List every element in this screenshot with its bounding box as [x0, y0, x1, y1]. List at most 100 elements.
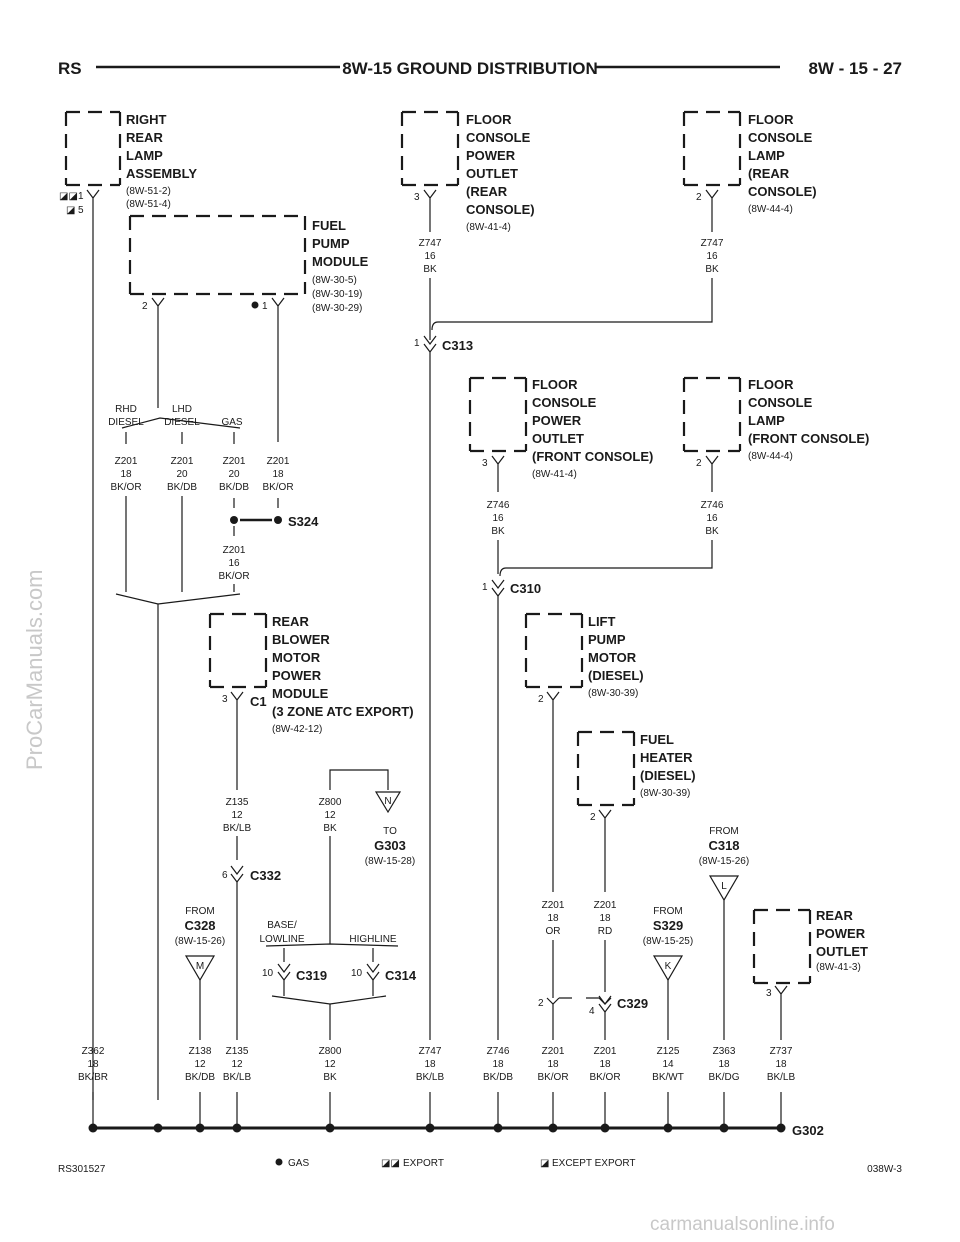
svg-text:16: 16 [228, 558, 240, 569]
svg-text:3: 3 [482, 458, 488, 469]
bottom-wire-label: BK [323, 1072, 337, 1083]
svg-text:Z201: Z201 [115, 456, 138, 467]
svg-text:TO: TO [383, 826, 397, 837]
bottom-wire-label: 18 [87, 1059, 99, 1070]
bottom-wire-label: BK/LB [767, 1072, 796, 1083]
svg-text:(8W-41-4): (8W-41-4) [466, 222, 511, 233]
bottom-wire-label: BK/BR [78, 1072, 108, 1083]
ground-splice-dot [153, 1123, 163, 1133]
legend-gas: GAS [288, 1158, 309, 1169]
bottom-wire-label: Z747 [419, 1046, 442, 1057]
legend-export: EXPORT [403, 1158, 444, 1169]
svg-text:(8W-15-28): (8W-15-28) [365, 856, 415, 867]
svg-text:BK: BK [705, 526, 719, 537]
svg-text:(REAR: (REAR [748, 166, 790, 181]
svg-text:2: 2 [538, 998, 544, 1009]
bottom-wire-label: BK/DG [708, 1072, 739, 1083]
svg-text:MOTOR: MOTOR [588, 650, 637, 665]
svg-text:L: L [721, 881, 727, 892]
svg-text:POWER: POWER [272, 668, 322, 683]
svg-text:BK/OR: BK/OR [110, 482, 141, 493]
z800-g303-link: Z800 12 BK N TO G303 (8W-15-28) BASE/ LO… [259, 769, 415, 962]
offpage-c318: FROM C318 (8W-15-26) L [699, 826, 749, 1040]
ground-splice-dot [88, 1123, 98, 1133]
svg-text:C332: C332 [250, 868, 281, 883]
bottom-wire-label: 18 [718, 1059, 730, 1070]
splice-s324: S324 [288, 514, 319, 529]
svg-text:BLOWER: BLOWER [272, 632, 330, 647]
page-footer: RS301527 GAS ◪◪ EXPORT ◪ EXCEPT EXPORT 0… [58, 1158, 902, 1175]
bottom-wire-label: Z737 [770, 1046, 793, 1057]
bottom-wire-label: BK/DB [185, 1072, 215, 1083]
component-floor-console-lamp-front: FLOOR CONSOLE LAMP (FRONT CONSOLE) (8W-4… [499, 376, 869, 577]
svg-text:LHD: LHD [172, 404, 192, 415]
svg-text:(8W-15-26): (8W-15-26) [699, 856, 749, 867]
svg-text:18: 18 [120, 469, 132, 480]
export-icon: ◪◪ [381, 1158, 400, 1169]
svg-text:(8W-15-25): (8W-15-25) [643, 936, 693, 947]
bottom-wire-label: BK/LB [416, 1072, 445, 1083]
component-lift-pump-motor: LIFT PUMP MOTOR (DIESEL) (8W-30-39) 2 Z2… [524, 612, 644, 998]
svg-text:3: 3 [414, 192, 420, 203]
svg-text:G303: G303 [374, 838, 406, 853]
bottom-wire-label: Z201 [542, 1046, 565, 1057]
svg-text:CONSOLE: CONSOLE [748, 395, 813, 410]
svg-text:2: 2 [590, 812, 596, 823]
component-rear-blower-module: REAR BLOWER MOTOR POWER MODULE (3 ZONE A… [208, 612, 414, 860]
svg-text:C314: C314 [385, 968, 417, 983]
svg-text:Z201: Z201 [267, 456, 290, 467]
svg-text:(8W-44-4): (8W-44-4) [748, 204, 793, 215]
svg-text:ASSEMBLY: ASSEMBLY [126, 166, 197, 181]
component-fuel-pump-module: FUEL PUMP MODULE (8W-30-5) (8W-30-19) (8… [108, 214, 369, 444]
svg-text:C328: C328 [184, 918, 215, 933]
offpage-s329: FROM S329 (8W-15-25) K [643, 906, 693, 1040]
bottom-wire-label: 12 [194, 1059, 206, 1070]
legend-except-export: EXCEPT EXPORT [552, 1158, 636, 1169]
bottom-wire-label: 18 [775, 1059, 787, 1070]
bottom-wire-label: Z746 [487, 1046, 510, 1057]
svg-text:2: 2 [142, 301, 148, 312]
svg-text:OUTLET: OUTLET [816, 944, 868, 959]
svg-text:4: 4 [589, 1006, 595, 1017]
svg-text:16: 16 [706, 251, 718, 262]
svg-text:S329: S329 [653, 918, 683, 933]
svg-text:CONSOLE): CONSOLE) [748, 184, 817, 199]
svg-text:(8W-30-5): (8W-30-5) [312, 275, 357, 286]
svg-text:(8W-41-4): (8W-41-4) [532, 469, 577, 480]
svg-text:FROM: FROM [709, 826, 738, 837]
svg-text:CONSOLE: CONSOLE [532, 395, 597, 410]
bottom-wire-label: Z800 [319, 1046, 342, 1057]
svg-text:Z201: Z201 [594, 900, 617, 911]
svg-text:Z135: Z135 [226, 797, 249, 808]
svg-text:HIGHLINE: HIGHLINE [349, 934, 397, 945]
connectors-c319-c314: 10 C319 10 C314 [262, 963, 417, 1040]
svg-text:REAR: REAR [272, 614, 309, 629]
svg-text:BK/LB: BK/LB [223, 823, 252, 834]
svg-text:16: 16 [424, 251, 436, 262]
svg-text:12: 12 [231, 810, 243, 821]
except-export-icon: ◪ [540, 1158, 549, 1169]
svg-text:(8W-30-19): (8W-30-19) [312, 289, 362, 300]
svg-text:(8W-51-2): (8W-51-2) [126, 186, 171, 197]
svg-text:FUEL: FUEL [640, 732, 674, 747]
header-page-number: 8W - 15 - 27 [808, 59, 902, 78]
svg-text:Z747: Z747 [701, 238, 724, 249]
connector-c310: 1 C310 [482, 579, 541, 1040]
svg-text:FLOOR: FLOOR [532, 377, 578, 392]
bottom-wire-label: BK/WT [652, 1072, 684, 1083]
svg-text:BK/DB: BK/DB [167, 482, 197, 493]
svg-text:C313: C313 [442, 338, 473, 353]
svg-text:Z746: Z746 [701, 500, 724, 511]
svg-text:POWER: POWER [466, 148, 516, 163]
ground-bus-g302: G302 [88, 1123, 824, 1138]
svg-text:18: 18 [547, 913, 559, 924]
bottom-wire-label: Z125 [657, 1046, 680, 1057]
svg-text:(DIESEL): (DIESEL) [640, 768, 696, 783]
svg-text:RD: RD [598, 926, 612, 937]
svg-text:LIFT: LIFT [588, 614, 615, 629]
svg-text:C329: C329 [617, 996, 648, 1011]
svg-text:REAR: REAR [816, 908, 853, 923]
svg-text:FLOOR: FLOOR [466, 112, 512, 127]
svg-text:RHD: RHD [115, 404, 137, 415]
connector-c332: 6 C332 [222, 865, 281, 1040]
